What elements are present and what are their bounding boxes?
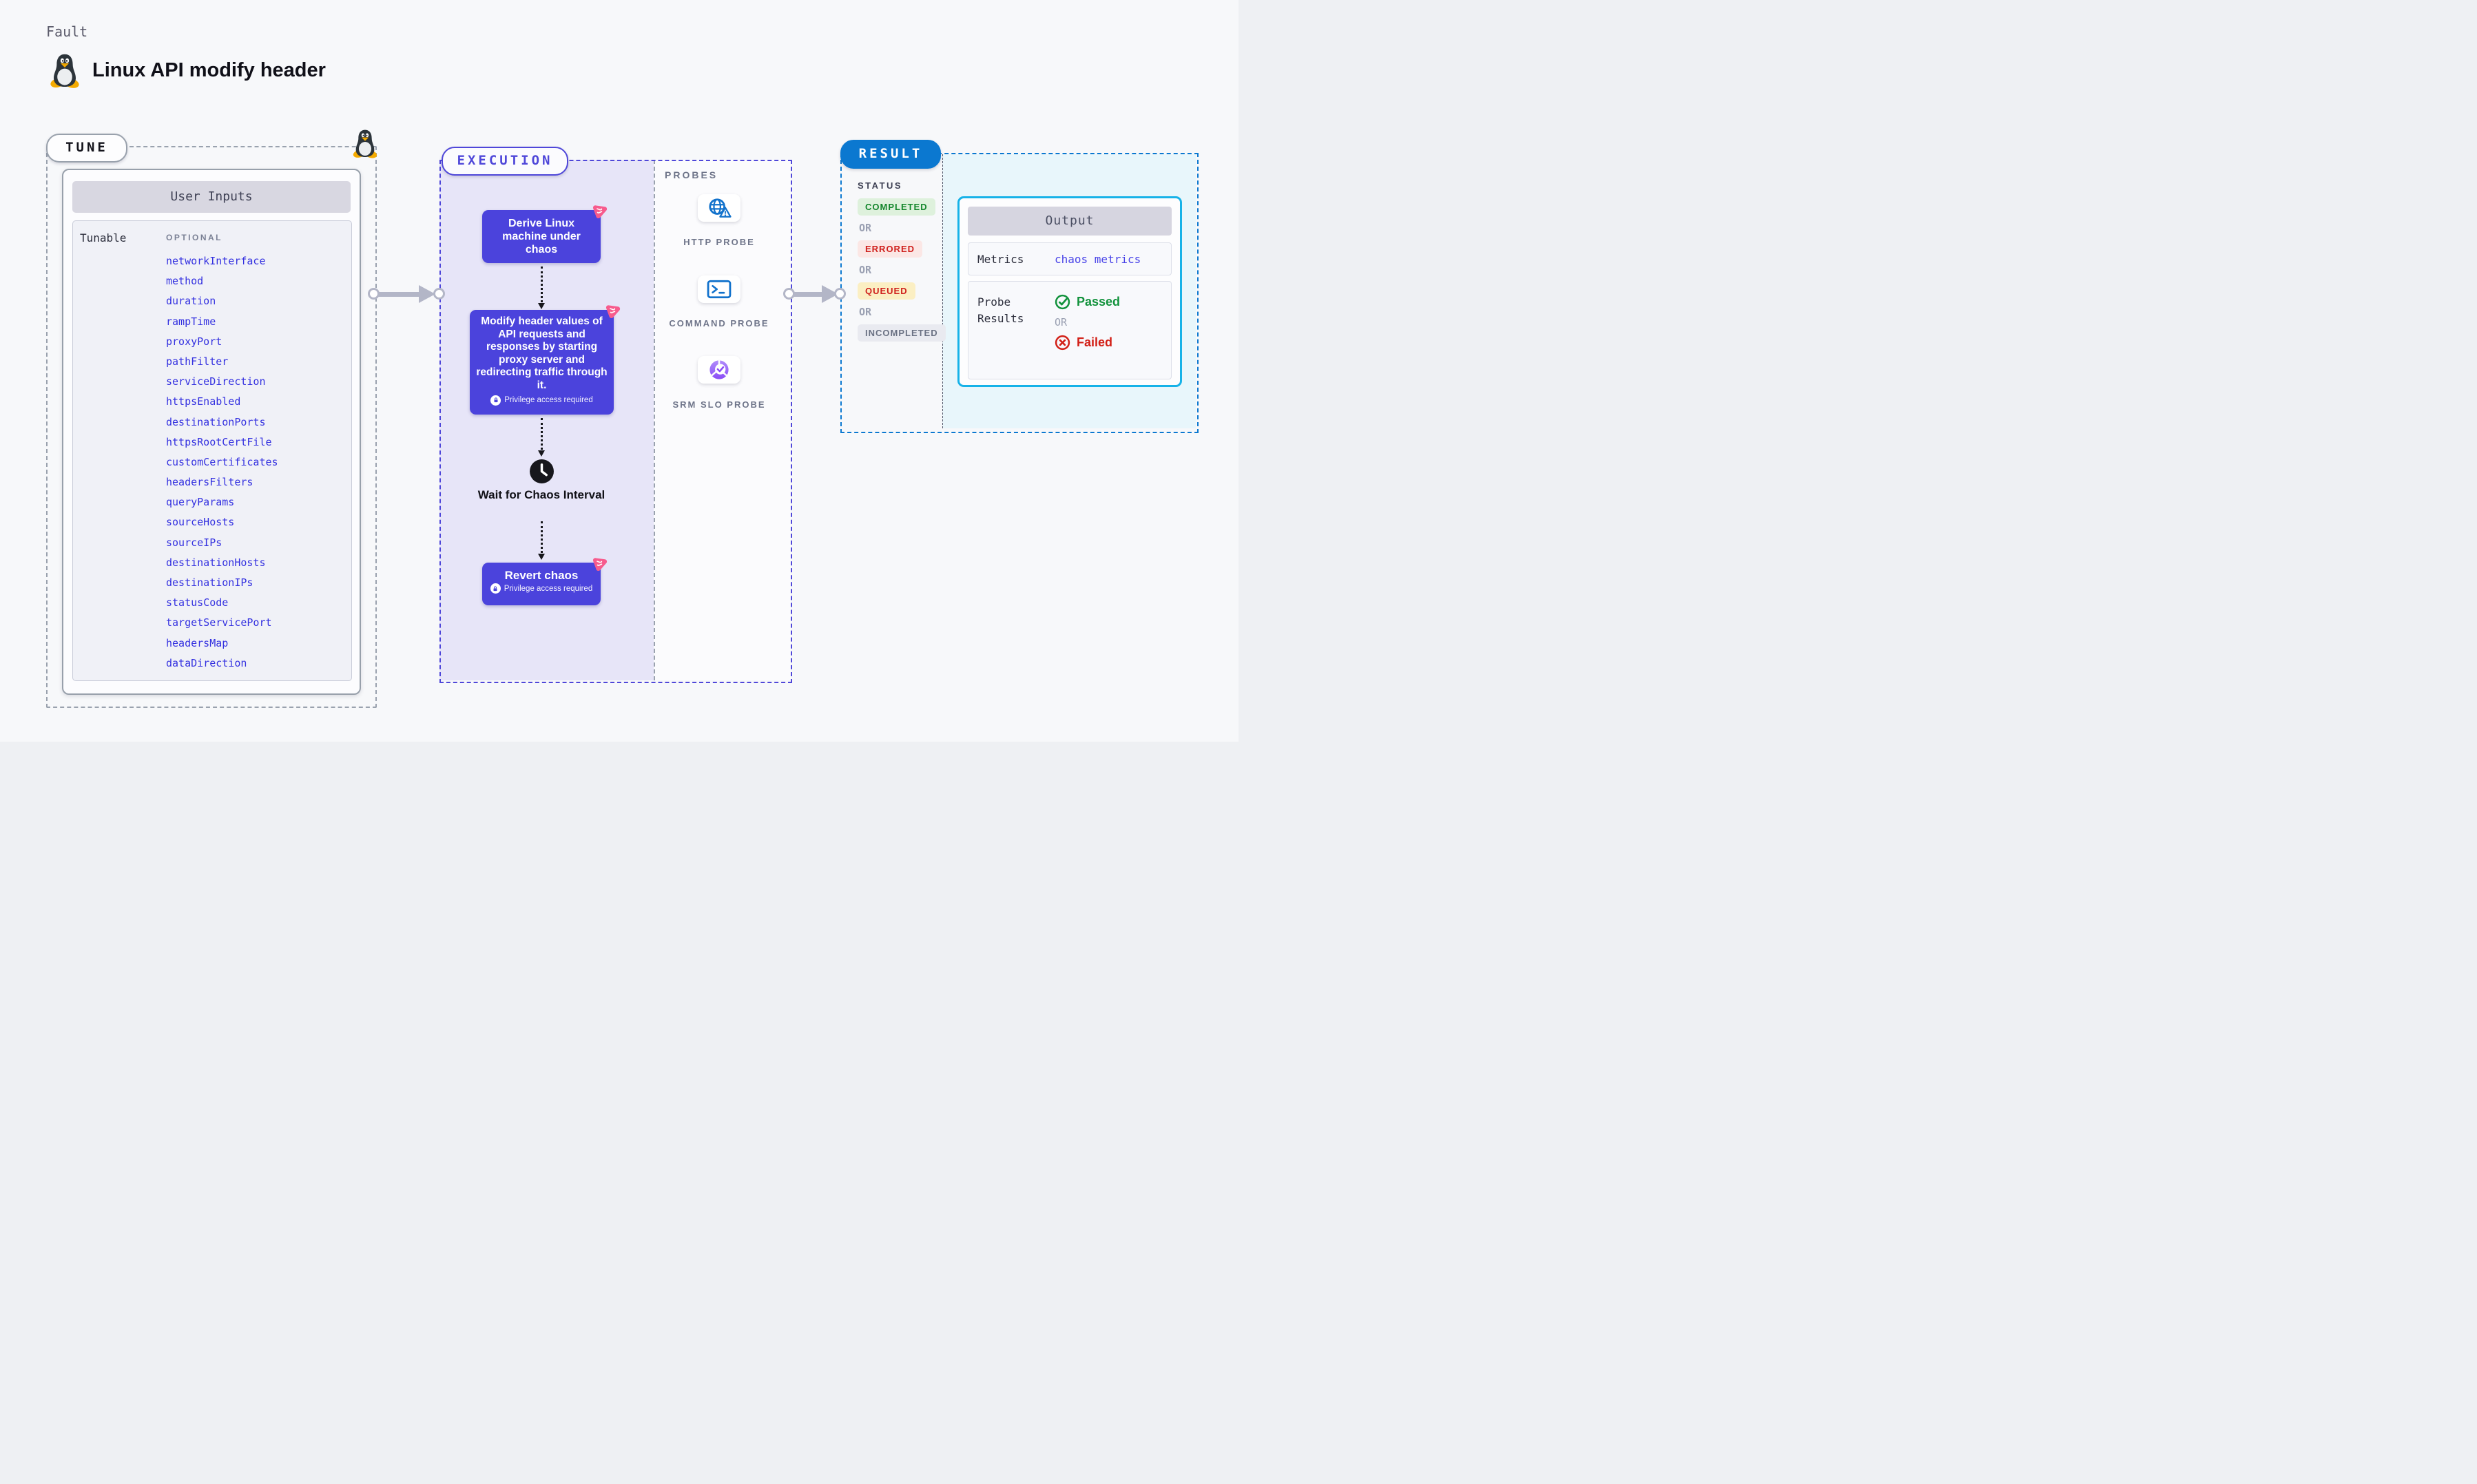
tunable-item[interactable]: proxyPort bbox=[166, 335, 222, 348]
passed-row: Passed bbox=[1055, 294, 1120, 310]
execution-panel-border bbox=[439, 160, 792, 683]
flow-arrow-2 bbox=[538, 418, 545, 457]
page-title: Linux API modify header bbox=[92, 59, 326, 81]
linux-tux-icon bbox=[48, 52, 81, 88]
wait-chaos-interval-label: Wait for Chaos Interval bbox=[477, 488, 605, 501]
command-probe-card[interactable] bbox=[698, 275, 740, 303]
metrics-label: Metrics bbox=[977, 252, 1024, 266]
tunable-list: networkInterface method duration rampTim… bbox=[166, 251, 278, 673]
node-derive-machine: Derive Linux machine under chaos bbox=[482, 210, 601, 263]
result-pill: RESULT bbox=[840, 140, 941, 169]
passed-label: Passed bbox=[1077, 295, 1121, 309]
linux-tux-corner-icon bbox=[351, 128, 379, 158]
tunable-item[interactable]: pathFilter bbox=[166, 355, 229, 368]
status-entry: COMPLETED bbox=[858, 198, 946, 221]
privilege-note: Privilege access required bbox=[482, 583, 601, 599]
tunable-item[interactable]: sourceIPs bbox=[166, 536, 222, 549]
probe-results-row: Probe Results Passed OR Failed bbox=[968, 281, 1172, 379]
node-modify-text: Modify header values of API requests and… bbox=[476, 315, 608, 391]
status-badge: ERRORED bbox=[858, 240, 923, 258]
metrics-row: Metrics chaos metrics bbox=[968, 242, 1172, 275]
x-circle-icon bbox=[1055, 335, 1070, 351]
tunable-item[interactable]: customCertificates bbox=[166, 455, 278, 468]
status-badge: OR bbox=[859, 264, 872, 276]
tunable-item[interactable]: httpsEnabled bbox=[166, 395, 241, 408]
tunable-item[interactable]: queryParams bbox=[166, 496, 235, 509]
tunable-item[interactable]: statusCode bbox=[166, 596, 229, 609]
status-entry: INCOMPLETED bbox=[858, 324, 946, 347]
status-list: COMPLETED OR ERRORED OR QUEUED OR INCO bbox=[858, 198, 946, 347]
tunable-item[interactable]: httpsRootCertFile bbox=[166, 435, 272, 448]
tunable-item[interactable]: destinationHosts bbox=[166, 556, 266, 569]
status-entry: ERRORED bbox=[858, 240, 946, 263]
globe-warning-icon bbox=[709, 198, 732, 218]
command-probe-label: COMMAND PROBE bbox=[669, 318, 769, 328]
status-entry: OR bbox=[858, 221, 946, 240]
status-entry: QUEUED bbox=[858, 282, 946, 305]
user-inputs-card: User Inputs Tunable OPTIONAL networkInte… bbox=[62, 169, 361, 695]
probes-label: PROBES bbox=[665, 169, 718, 180]
chaos-badge-icon bbox=[604, 302, 622, 320]
failed-label: Failed bbox=[1077, 335, 1113, 349]
output-card: Output Metrics chaos metrics Probe Resul… bbox=[957, 196, 1182, 387]
status-entry: OR bbox=[858, 263, 946, 282]
tunable-item[interactable]: rampTime bbox=[166, 315, 216, 328]
flow-arrow-3 bbox=[538, 521, 545, 560]
tunable-item[interactable]: serviceDirection bbox=[166, 375, 266, 388]
tunable-item[interactable]: networkInterface bbox=[166, 255, 266, 267]
status-entry: OR bbox=[858, 305, 946, 324]
tunable-item[interactable]: targetServicePort bbox=[166, 616, 272, 629]
tune-panel bbox=[46, 146, 377, 708]
tunable-item[interactable]: destinationIPs bbox=[166, 576, 253, 589]
status-badge: QUEUED bbox=[858, 282, 915, 300]
http-probe-label: HTTP PROBE bbox=[683, 237, 755, 247]
lock-icon bbox=[490, 395, 501, 406]
tunable-item[interactable]: dataDirection bbox=[166, 656, 247, 669]
probe-results-values: Passed OR Failed bbox=[1055, 294, 1120, 379]
node-revert-text: Revert chaos bbox=[504, 569, 579, 582]
clock-icon bbox=[530, 459, 554, 483]
probes-panel: PROBES HTTP PROBE COMMAND PROBE bbox=[654, 160, 791, 680]
node-modify-header: Modify header values of API requests and… bbox=[470, 310, 614, 415]
status-column-label: STATUS bbox=[858, 180, 903, 191]
tunable-item[interactable]: destinationPorts bbox=[166, 415, 266, 428]
chaos-badge-icon bbox=[591, 202, 609, 220]
srm-slo-probe-card[interactable] bbox=[698, 356, 740, 384]
status-badge: OR bbox=[859, 306, 872, 318]
srm-slo-probe-label: SRM SLO PROBE bbox=[672, 399, 766, 410]
node-revert-chaos: Revert chaos Privilege access required bbox=[482, 563, 601, 605]
tunable-item[interactable]: method bbox=[166, 275, 204, 288]
tunable-row-label: Tunable bbox=[80, 231, 127, 244]
status-badge: OR bbox=[859, 222, 872, 234]
probe-or-label: OR bbox=[1055, 316, 1068, 328]
node-derive-text: Derive Linux machine under chaos bbox=[502, 218, 581, 255]
flow-arrow-1 bbox=[538, 267, 545, 309]
tunable-item[interactable]: sourceHosts bbox=[166, 516, 235, 529]
check-circle-icon bbox=[1055, 294, 1070, 310]
lock-icon bbox=[490, 583, 501, 594]
fault-kicker: Fault bbox=[46, 23, 88, 40]
tunables-table: Tunable OPTIONAL networkInterface method… bbox=[72, 220, 352, 681]
tunable-item[interactable]: headersMap bbox=[166, 636, 229, 649]
terminal-icon bbox=[707, 280, 732, 299]
chaos-badge-icon bbox=[591, 554, 609, 572]
tunable-item[interactable]: headersFilters bbox=[166, 476, 253, 489]
privilege-note: Privilege access required bbox=[470, 395, 614, 411]
slo-pie-check-icon bbox=[709, 359, 729, 379]
execution-pill: EXECUTION bbox=[442, 147, 568, 176]
http-probe-card[interactable] bbox=[698, 194, 740, 222]
tune-pill: TUNE bbox=[46, 134, 127, 163]
output-header: Output bbox=[968, 207, 1172, 236]
chaos-metrics-link[interactable]: chaos metrics bbox=[1055, 252, 1141, 266]
status-badge: INCOMPLETED bbox=[858, 324, 946, 342]
probe-results-label: Probe Results bbox=[977, 295, 1024, 325]
status-badge: COMPLETED bbox=[858, 198, 935, 216]
tunable-item[interactable]: duration bbox=[166, 295, 216, 308]
user-inputs-header: User Inputs bbox=[72, 181, 351, 213]
optional-column-header: OPTIONAL bbox=[166, 233, 222, 242]
fault-diagram-page: Fault Linux API modify header TUNE User … bbox=[0, 0, 1238, 742]
failed-row: Failed bbox=[1055, 335, 1112, 351]
